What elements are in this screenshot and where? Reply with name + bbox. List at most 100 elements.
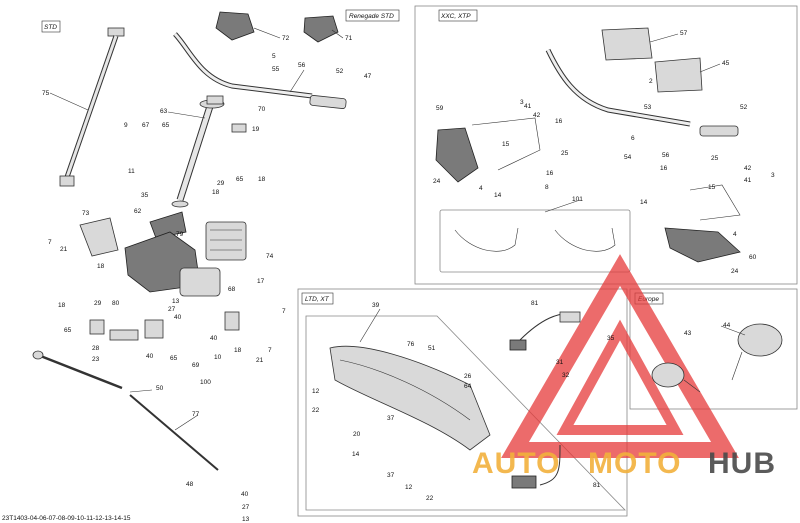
svg-text:11: 11 [128,168,135,175]
svg-text:21: 21 [60,246,68,253]
svg-text:23: 23 [92,356,100,363]
watermark-logo [501,254,739,458]
svg-text:40: 40 [241,491,249,498]
svg-text:13: 13 [242,516,250,523]
label-std: STD [44,24,57,31]
svg-text:25: 25 [561,150,569,157]
svg-text:12: 12 [405,484,413,491]
svg-text:62: 62 [134,208,142,215]
svg-text:40: 40 [174,314,182,321]
svg-text:67: 67 [142,122,150,129]
svg-text:37: 37 [387,472,395,479]
svg-text:71: 71 [345,35,353,42]
steering-column-std [59,27,125,187]
svg-text:6: 6 [631,135,635,142]
handlebar-std [173,11,347,133]
svg-text:56: 56 [662,152,670,159]
svg-text:80: 80 [112,300,120,307]
svg-text:47: 47 [364,73,372,80]
svg-text:54: 54 [624,154,632,161]
svg-text:72: 72 [282,35,290,42]
xxc-handlebar [435,27,741,263]
svg-text:HUB: HUB [708,447,776,480]
svg-text:29: 29 [217,180,225,187]
svg-text:21: 21 [256,357,264,364]
svg-text:19: 19 [252,126,260,133]
svg-text:3: 3 [520,99,524,106]
svg-text:73: 73 [82,210,90,217]
ref-code: 23T1403-04-06-07-08-09-10-11-12-13-14-15 [2,515,131,522]
svg-text:15: 15 [708,184,716,191]
leader-lines [49,27,746,431]
svg-text:40: 40 [210,335,218,342]
svg-text:48: 48 [186,481,194,488]
svg-text:42: 42 [744,165,752,172]
lower-linkage [32,217,240,471]
svg-text:18: 18 [212,189,220,196]
svg-text:60: 60 [749,254,757,261]
svg-text:3: 3 [771,172,775,179]
svg-text:101: 101 [572,196,583,203]
svg-text:100: 100 [200,379,211,386]
svg-text:81: 81 [593,482,601,489]
svg-text:22: 22 [312,407,320,414]
svg-text:35: 35 [141,192,149,199]
svg-text:65: 65 [162,122,170,129]
svg-text:7: 7 [48,239,52,246]
svg-text:65: 65 [170,355,178,362]
svg-text:27: 27 [168,306,176,313]
svg-text:25: 25 [711,155,719,162]
label-europe: Europe [638,296,659,303]
svg-text:16: 16 [546,170,554,177]
svg-text:5: 5 [272,53,276,60]
svg-text:52: 52 [336,68,344,75]
svg-text:16: 16 [660,165,668,172]
svg-text:8: 8 [545,184,549,191]
svg-text:74: 74 [266,253,274,260]
ltd-inner-frame [305,315,626,511]
steering-column [149,98,225,239]
svg-text:64: 64 [464,383,472,390]
svg-text:42: 42 [533,112,541,119]
svg-text:12: 12 [312,388,320,395]
svg-text:26: 26 [464,373,472,380]
svg-text:41: 41 [744,177,752,184]
svg-text:75: 75 [42,90,50,97]
svg-text:69: 69 [192,362,200,369]
svg-text:57: 57 [680,30,688,37]
svg-text:24: 24 [731,268,739,275]
label-xxc: XXC, XTP [440,13,471,20]
svg-text:37: 37 [387,415,395,422]
watermark-text: AUTO MOTO HUB [472,447,776,480]
svg-text:22: 22 [426,495,434,502]
svg-text:18: 18 [58,302,66,309]
svg-text:51: 51 [428,345,436,352]
label-ltd: LTD, XT [305,296,330,303]
svg-text:35: 35 [607,335,615,342]
svg-text:4: 4 [479,185,483,192]
ltd-hand-guard [329,311,581,489]
svg-text:70: 70 [258,106,266,113]
svg-text:MOTO: MOTO [588,447,681,480]
svg-text:24: 24 [433,178,441,185]
svg-text:68: 68 [228,286,236,293]
svg-text:32: 32 [562,372,570,379]
svg-text:76: 76 [407,341,415,348]
svg-text:9: 9 [124,122,128,129]
svg-text:14: 14 [640,199,648,206]
hand-guard-box [439,209,631,273]
svg-text:56: 56 [298,62,306,69]
svg-text:40: 40 [146,353,154,360]
svg-text:17: 17 [257,278,265,285]
power-steering-unit [124,221,247,297]
svg-text:14: 14 [494,192,502,199]
svg-text:28: 28 [92,345,100,352]
svg-text:44: 44 [723,322,731,329]
svg-text:16: 16 [555,118,563,125]
svg-text:10: 10 [214,354,222,361]
svg-text:4: 4 [733,231,737,238]
svg-text:81: 81 [531,300,539,307]
svg-text:27: 27 [242,504,250,511]
svg-text:79: 79 [176,231,184,238]
svg-text:65: 65 [64,327,72,334]
